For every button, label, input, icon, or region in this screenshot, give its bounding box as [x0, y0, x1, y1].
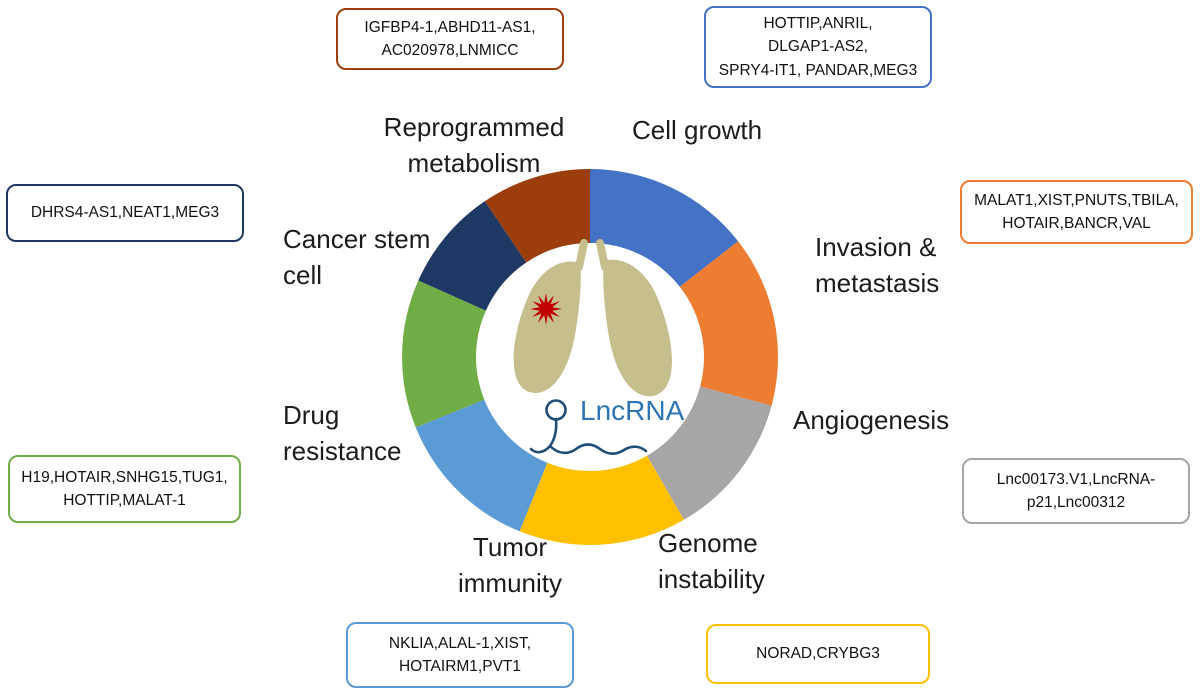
donut-segment-tumor-immunity — [415, 399, 548, 532]
donut-segment-cancer-stem-cell — [418, 201, 527, 311]
hallmark-label-invasion-metastasis: Invasion &metastasis — [815, 232, 940, 298]
gene-box-drug-resistance: H19,HOTAIR,SNHG15,TUG1,HOTTIP,MALAT-1 — [8, 455, 241, 523]
lncrna-label: LncRNA — [580, 395, 685, 426]
hairpin-loop — [545, 399, 567, 421]
tumor-star-icon — [530, 293, 562, 325]
gene-box-cell-growth: HOTTIP,ANRIL,DLGAP1-AS2,SPRY4-IT1, PANDA… — [704, 6, 932, 88]
hallmark-label-angiogenesis: Angiogenesis — [793, 405, 950, 435]
donut-chart: LncRNA — [402, 169, 778, 545]
donut-segment-cell-growth — [590, 169, 739, 287]
donut-segments — [402, 169, 778, 545]
donut-segment-reprogrammed-metabolism — [484, 169, 590, 263]
gene-box-genome-instability: NORAD,CRYBG3 — [706, 624, 930, 684]
lncrna-hairpin-icon — [529, 399, 648, 455]
left-lung-icon — [513, 261, 581, 393]
hallmark-label-cell-growth: Cell growth — [632, 115, 763, 145]
gene-box-angiogenesis: Lnc00173.V1,LncRNA-p21,Lnc00312 — [962, 458, 1190, 524]
donut-segment-genome-instability — [519, 455, 684, 545]
hairpin-tail-wave — [548, 443, 648, 455]
donut-segment-angiogenesis — [647, 386, 772, 520]
lungs-illustration — [513, 239, 672, 397]
gene-box-invasion-metastasis: MALAT1,XIST,PNUTS,TBILA,HOTAIR,BANCR,VAL — [960, 180, 1193, 244]
right-lung-icon — [603, 259, 672, 397]
gene-box-cancer-stem-cell: DHRS4-AS1,NEAT1,MEG3 — [6, 184, 244, 242]
donut-segment-invasion-metastasis — [679, 241, 778, 406]
gene-box-tumor-immunity: NKLIA,ALAL-1,XIST,HOTAIRM1,PVT1 — [346, 622, 574, 688]
donut-segment-drug-resistance — [402, 280, 486, 428]
gene-box-reprogrammed-metabolism: IGFBP4-1,ABHD11-AS1,AC020978,LNMICC — [336, 8, 564, 70]
